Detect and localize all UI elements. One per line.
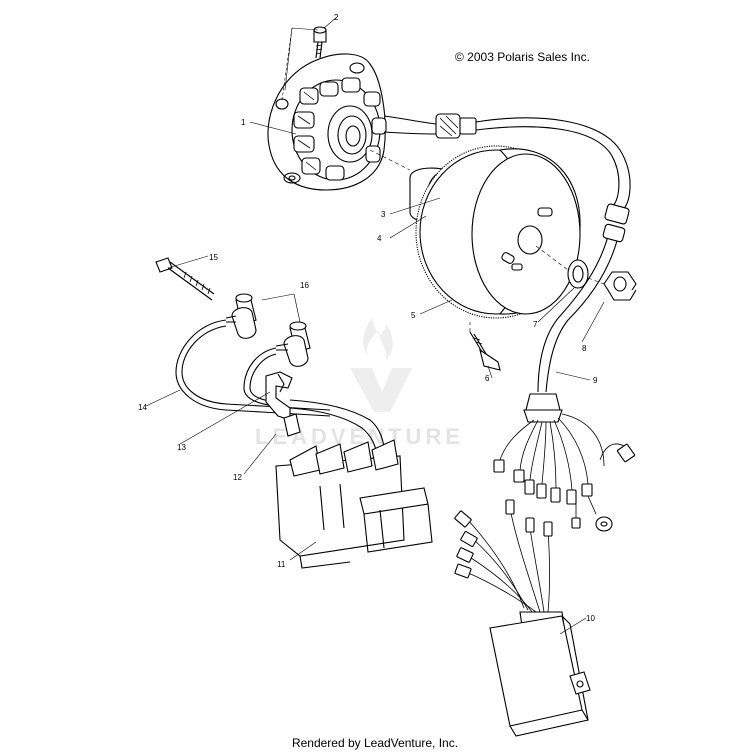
callout-8: 8: [582, 344, 587, 353]
wire-harness-9: [523, 203, 630, 423]
callout-14: 14: [138, 403, 147, 412]
stator-wire: [383, 113, 631, 211]
ignition-coil-11: [275, 439, 433, 569]
callout-6: 6: [485, 374, 490, 383]
callout-7: 7: [533, 320, 538, 329]
callout-12: 12: [233, 473, 242, 482]
callout-1: 1: [241, 118, 246, 127]
callout-2: 2: [334, 13, 339, 22]
callout-leaders: [145, 16, 605, 635]
callout-13: 13: [177, 443, 186, 452]
callout-15: 15: [209, 253, 218, 262]
callout-3: 3: [381, 210, 386, 219]
bolt-15: [155, 257, 215, 301]
harness-connectors: [493, 413, 636, 532]
footer-credit: Rendered by LeadVenture, Inc.: [291, 736, 459, 750]
flywheel: [415, 145, 581, 319]
clip-12: [265, 371, 301, 437]
screw-2: [313, 26, 327, 59]
watermark-logo: [350, 318, 412, 412]
callout-16: 16: [300, 281, 309, 290]
washer-7: [567, 259, 589, 289]
callout-10: 10: [586, 614, 595, 623]
callout-11: 11: [277, 560, 286, 569]
nut-8: [603, 271, 637, 301]
cdi-box-10: [454, 499, 591, 737]
callout-9: 9: [593, 376, 598, 385]
callout-5: 5: [411, 311, 416, 320]
copyright-text: © 2003 Polaris Sales Inc.: [455, 50, 590, 64]
bolt-6: [469, 331, 501, 371]
callout-numbers: 1 2 3 4 5 6 7 8 9 10 11 12 13 14 15 16: [138, 13, 598, 623]
spark-plug-caps-16: [225, 293, 311, 367]
stator-assembly: [267, 53, 387, 191]
callout-4: 4: [377, 234, 382, 243]
